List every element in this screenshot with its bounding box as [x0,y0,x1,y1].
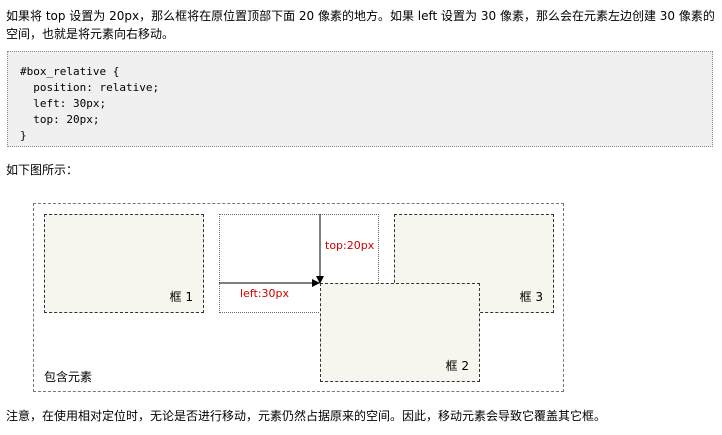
figure-caption: 如下图所示： [6,163,79,177]
code-line: } [20,129,27,142]
code-line: position: relative; [20,81,160,94]
containing-element-label: 包含元素 [44,370,93,384]
top-offset-label: top:20px [325,239,375,252]
code-line: top: 20px; [20,113,100,126]
left-arrow-head-icon [312,279,320,287]
box-1: 框 1 [44,214,204,313]
code-line: left: 30px; [20,97,107,110]
top-arrow-head-icon [316,276,324,284]
note-paragraph: 注意，在使用相对定位时，无论是否进行移动，元素仍然占据原来的空间。因此，移动元素… [6,409,607,423]
intro-paragraph: 如果将 top 设置为 20px，那么框将在原位置顶部下面 20 像素的地方。如… [6,9,715,41]
box-1-label: 框 1 [169,290,193,304]
code-block: #box_relative { position: relative; left… [7,51,713,147]
box-3-label: 框 3 [519,290,543,304]
containing-element-box [33,203,564,392]
code-line: #box_relative { [20,65,120,78]
original-position-outline [219,214,379,313]
box-2-label: 框 2 [445,359,469,373]
box-3: 框 3 [394,214,554,313]
box-2-relative: 框 2 [320,283,480,382]
left-offset-label: left:30px [240,287,290,300]
